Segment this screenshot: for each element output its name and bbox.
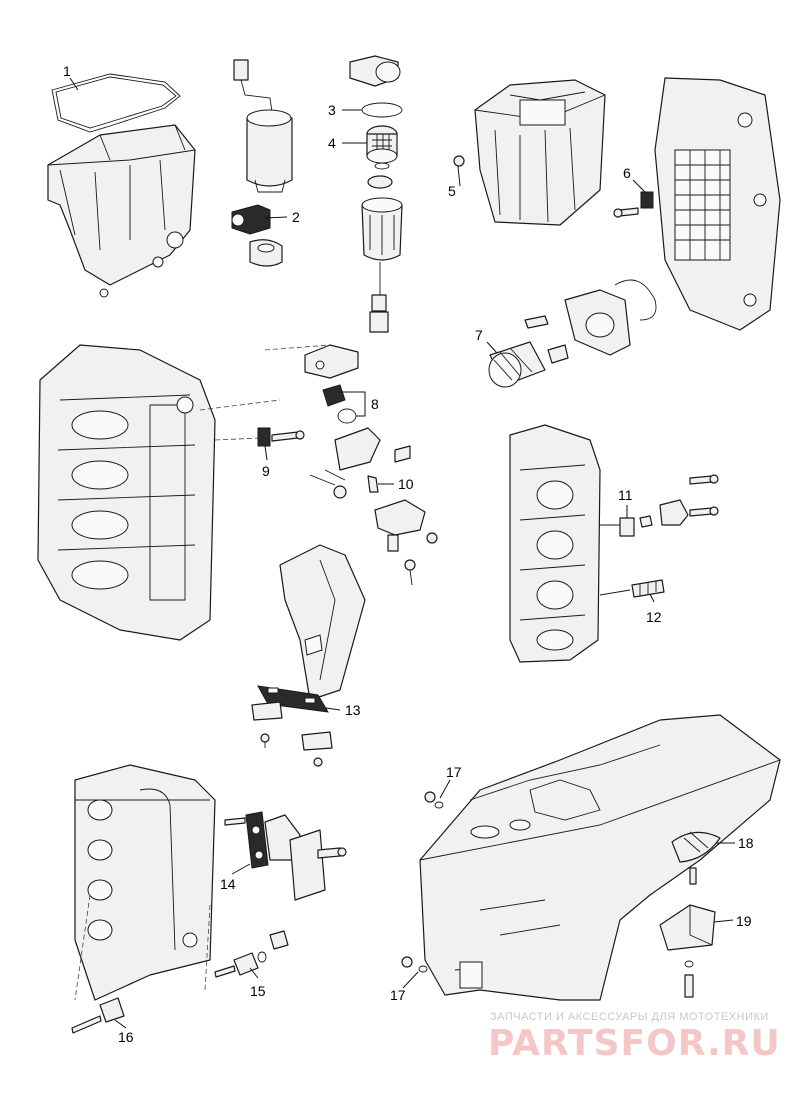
cooling-grid xyxy=(674,149,731,261)
callout-17-top: 17 xyxy=(446,764,462,780)
fuel-pump-bracket xyxy=(231,204,271,235)
callout-14: 14 xyxy=(220,876,236,892)
vapor-separator-assembly xyxy=(453,79,606,226)
callout-15: 15 xyxy=(250,983,266,999)
watermark: ЗАПЧАСТИ И АКСЕССУАРЫ ДЛЯ МОТОТЕХНИКИ PA… xyxy=(488,1011,781,1064)
callout-19: 19 xyxy=(736,913,752,929)
cylinder-block xyxy=(37,344,331,641)
callout-3: 3 xyxy=(328,102,336,118)
fuel-filter-assembly xyxy=(349,55,403,333)
injector-10 xyxy=(367,475,379,493)
cooling-cover-assembly xyxy=(488,77,781,388)
callout-6: 6 xyxy=(623,165,631,181)
leader-lines xyxy=(69,77,735,1029)
lower-unit-assembly xyxy=(401,714,781,1001)
callout-7: 7 xyxy=(475,327,483,343)
bracket-9 xyxy=(257,427,271,447)
oil-pan-assembly xyxy=(47,73,196,298)
gasket-1 xyxy=(51,73,181,133)
callout-13: 13 xyxy=(345,702,361,718)
watermark-brand: PARTSFOR.RU xyxy=(488,1023,781,1064)
callout-11: 11 xyxy=(618,487,633,503)
lower-unit-housing xyxy=(419,714,781,1001)
anode-18 xyxy=(671,831,721,863)
o-ring-8 xyxy=(337,408,357,424)
callout-1: 1 xyxy=(63,63,71,79)
anode-19 xyxy=(659,904,716,951)
vapor-separator-body xyxy=(474,79,606,226)
watermark-tagline: ЗАПЧАСТИ И АКСЕССУАРЫ ДЛЯ МОТОТЕХНИКИ xyxy=(490,1011,769,1023)
fuel-pump-assembly xyxy=(231,59,293,267)
callout-17-bottom: 17 xyxy=(390,987,406,1003)
callout-9: 9 xyxy=(262,463,270,479)
fuel-rail-assembly xyxy=(257,344,438,586)
callout-16: 16 xyxy=(118,1029,134,1045)
sensor-15 xyxy=(233,952,259,976)
sensor-8 xyxy=(322,384,346,407)
callout-10: 10 xyxy=(398,476,414,492)
sensor-6 xyxy=(640,191,654,209)
callout-2: 2 xyxy=(292,209,300,225)
oil-pan-body xyxy=(47,124,196,286)
sensor-16 xyxy=(99,997,125,1023)
sensor-11 xyxy=(619,517,635,537)
callout-4: 4 xyxy=(328,135,336,151)
fuel-rail xyxy=(334,427,381,471)
engine-mount-assembly xyxy=(251,544,366,767)
callout-5: 5 xyxy=(448,183,456,199)
intake-manifold-assembly xyxy=(71,764,347,1034)
callout-12: 12 xyxy=(646,609,662,625)
callout-labels: 1 2 3 4 5 6 7 8 9 10 11 12 13 14 15 16 1… xyxy=(63,63,754,1045)
callout-8: 8 xyxy=(371,396,379,412)
cylinder-head xyxy=(509,424,719,663)
o-ring-3 xyxy=(361,102,403,118)
callout-18: 18 xyxy=(738,835,754,851)
bracket-14 xyxy=(245,811,269,869)
